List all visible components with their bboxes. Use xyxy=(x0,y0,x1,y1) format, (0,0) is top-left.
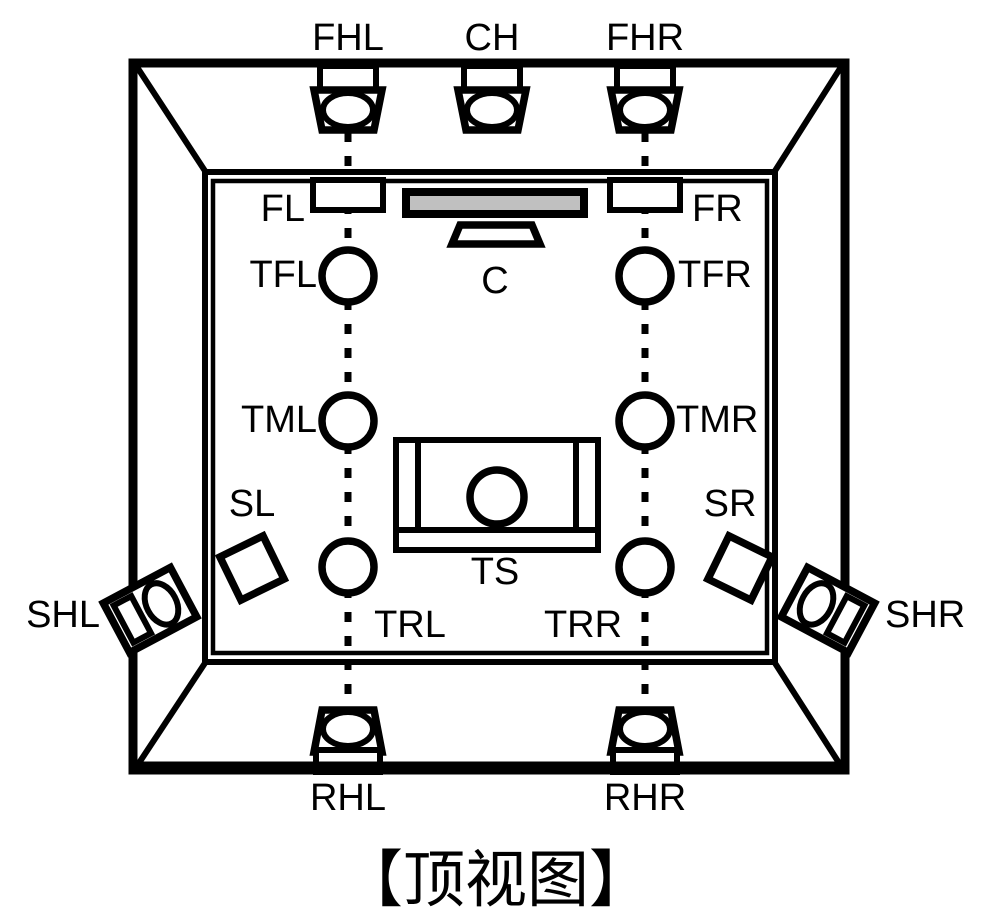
corner-diagonal-top-left xyxy=(134,65,210,176)
label-tml: TML xyxy=(241,399,317,441)
label-fr: FR xyxy=(692,188,743,230)
sofa-arm-left xyxy=(393,437,421,538)
listener-head xyxy=(466,466,528,528)
shr-baffle xyxy=(822,592,869,647)
diagram-title: 【顶视图】 xyxy=(341,843,651,916)
room-inner-floor xyxy=(202,169,778,665)
rhl-driver xyxy=(320,709,376,749)
label-trr: TRR xyxy=(544,604,622,646)
label-tfl: TFL xyxy=(249,254,317,296)
label-fhl: FHL xyxy=(312,17,384,59)
label-fhr: FHR xyxy=(606,17,684,59)
room-inner-floor-offset xyxy=(210,178,770,656)
speaker-sr-diamond[interactable] xyxy=(702,530,778,606)
label-sl: SL xyxy=(229,483,275,525)
corner-diagonal-bottom-left xyxy=(134,658,210,768)
label-sr: SR xyxy=(704,483,757,525)
speaker-trl[interactable] xyxy=(318,537,378,597)
projection-screen xyxy=(402,188,588,218)
corner-diagonal-top-right xyxy=(770,65,844,176)
speaker-tfl[interactable] xyxy=(318,246,378,306)
speaker-fl-box[interactable] xyxy=(310,177,386,213)
corner-diagonal-bottom-right xyxy=(770,658,844,768)
shr-driver xyxy=(796,580,837,628)
speaker-tmr[interactable] xyxy=(615,391,675,451)
label-shl: SHL xyxy=(26,594,100,636)
speaker-rhr[interactable] xyxy=(606,706,684,775)
label-ch: CH xyxy=(465,17,520,59)
speaker-shl[interactable] xyxy=(98,562,202,658)
label-c: C xyxy=(481,260,508,302)
label-shr: SHR xyxy=(885,594,965,636)
screen-frame xyxy=(402,188,588,218)
sofa-arm-right xyxy=(573,437,601,538)
label-rhr: RHR xyxy=(604,777,686,819)
label-tmr: TMR xyxy=(676,399,758,441)
shl-driver xyxy=(141,580,182,628)
sofa-front-base xyxy=(393,527,601,553)
speaker-ch[interactable] xyxy=(453,63,531,134)
speaker-tfr[interactable] xyxy=(615,246,675,306)
speaker-tml[interactable] xyxy=(318,391,378,451)
shl-baffle xyxy=(109,592,156,647)
label-ts: TS xyxy=(471,551,520,593)
fhl-driver xyxy=(320,90,376,130)
speaker-sl-diamond[interactable] xyxy=(214,530,290,606)
speaker-center-channel[interactable] xyxy=(446,221,546,248)
label-trl: TRL xyxy=(374,604,446,646)
label-tfr: TFR xyxy=(678,254,752,296)
rhr-driver xyxy=(617,709,673,749)
speaker-trr[interactable] xyxy=(615,537,675,597)
fhr-driver xyxy=(617,90,673,130)
speaker-fr-box[interactable] xyxy=(607,177,683,213)
speaker-fhl[interactable] xyxy=(309,63,387,134)
label-fl: FL xyxy=(261,188,305,230)
speaker-shr[interactable] xyxy=(776,562,880,658)
sofa-listening-seat xyxy=(393,437,601,553)
speaker-fhr[interactable] xyxy=(606,63,684,134)
label-rhl: RHL xyxy=(310,777,386,819)
ch-driver xyxy=(464,90,520,130)
